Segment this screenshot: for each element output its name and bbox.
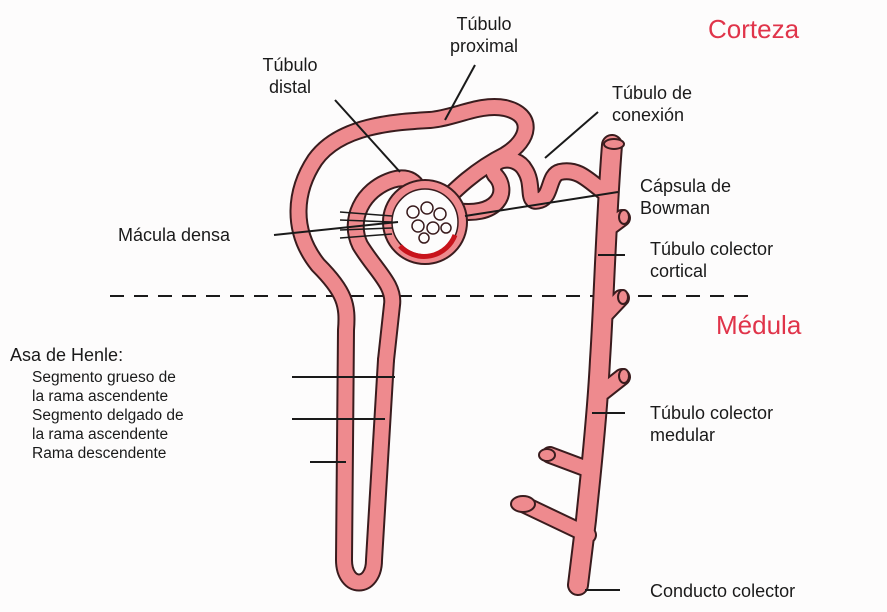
label-tubulo-conexion: Túbulo de conexión	[612, 82, 692, 126]
label-tubulo-colector-medular: Túbulo colector medular	[650, 402, 773, 446]
branch-opening-4	[539, 449, 555, 461]
henle-item: la rama ascendente	[32, 387, 184, 406]
medulla-label: Médula	[716, 310, 801, 341]
branch-opening-1	[619, 210, 629, 224]
henle-item: Segmento delgado de	[32, 406, 184, 425]
label-capsula-bowman: Cápsula de Bowman	[640, 175, 731, 219]
branch-opening-2	[618, 290, 628, 304]
henle-item: Rama descendente	[32, 444, 184, 463]
henle-items: Segmento grueso de la rama ascendente Se…	[32, 368, 184, 463]
label-tubulo-distal: Túbulo distal	[235, 54, 345, 98]
label-tubulo-proximal: Túbulo proximal	[424, 13, 544, 57]
leader-tubulo-conexion	[545, 112, 598, 158]
branch-opening-top	[604, 139, 624, 149]
label-tubulo-colector-cortical: Túbulo colector cortical	[650, 238, 773, 282]
nephron-tubes	[298, 107, 622, 585]
henle-item: la rama ascendente	[32, 425, 184, 444]
label-macula-densa: Mácula densa	[118, 224, 230, 246]
henle-title: Asa de Henle:	[10, 344, 123, 366]
cortex-label: Corteza	[708, 14, 799, 45]
henle-item: Segmento grueso de	[32, 368, 184, 387]
branch-opening-5	[511, 496, 535, 512]
branch-opening-3	[619, 369, 629, 383]
label-conducto-colector: Conducto colector	[650, 580, 795, 602]
collecting-tubule	[578, 145, 612, 585]
